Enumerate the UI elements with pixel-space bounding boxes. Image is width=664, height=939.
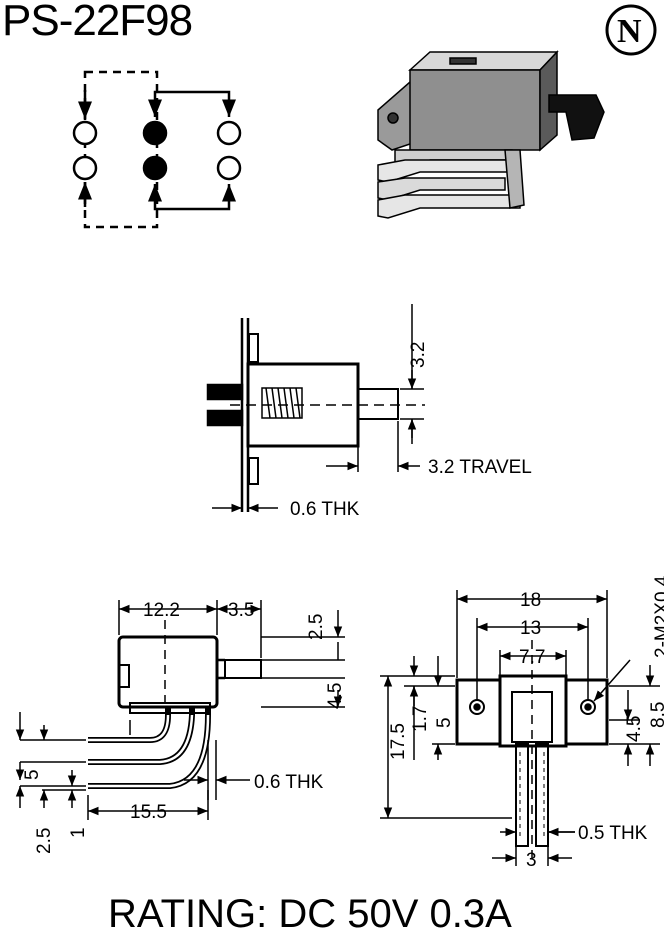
side-pin-thickness-label: 1	[68, 827, 89, 838]
brand-logo-icon: N	[605, 4, 657, 56]
bottom-height-left-label: 5	[434, 717, 455, 728]
bottom-offset-left-label: 1.7	[410, 706, 431, 732]
schematic-diagram	[72, 70, 242, 229]
side-thickness-label: 0.6 THK	[254, 772, 324, 793]
front-travel-label: 3.2 TRAVEL	[428, 457, 532, 478]
bottom-thickness-label: 0.5 THK	[578, 823, 648, 844]
side-pin-pitch-label: 5	[22, 769, 43, 780]
side-actuator-height-label: 4.5	[325, 683, 346, 709]
front-height-label: 3.2	[408, 342, 429, 368]
side-width-label: 12.2	[143, 600, 180, 621]
front-thickness-label: 0.6 THK	[290, 499, 360, 520]
logo-letter: N	[617, 13, 642, 50]
part-number-title: PS-22F98	[2, 0, 193, 45]
side-top-offset-label: 2.5	[306, 614, 327, 640]
side-actuator-label: 3.5	[228, 600, 254, 621]
bottom-hole-label: 2-M2X0.4	[652, 575, 664, 658]
switch-3d-illustration	[377, 50, 605, 219]
bottom-total-height-label: 17.5	[388, 723, 409, 760]
bottom-height-right-label: 4.5	[624, 716, 645, 742]
side-pin-offset-label: 2.5	[34, 828, 55, 854]
bottom-overall-label: 18	[520, 590, 541, 611]
bottom-mount-pitch-label: 13	[520, 618, 541, 639]
bottom-view-drawing	[380, 590, 660, 866]
side-length-label: 15.5	[130, 802, 167, 823]
rating-text: RATING: DC 50V 0.3A	[108, 892, 512, 936]
bottom-right-total-label: 8.5	[648, 702, 664, 728]
side-view-drawing	[15, 600, 345, 820]
bottom-body-label: 7.7	[519, 647, 545, 668]
bottom-pin-pitch-label: 3	[526, 850, 537, 871]
front-view-drawing	[206, 304, 425, 513]
